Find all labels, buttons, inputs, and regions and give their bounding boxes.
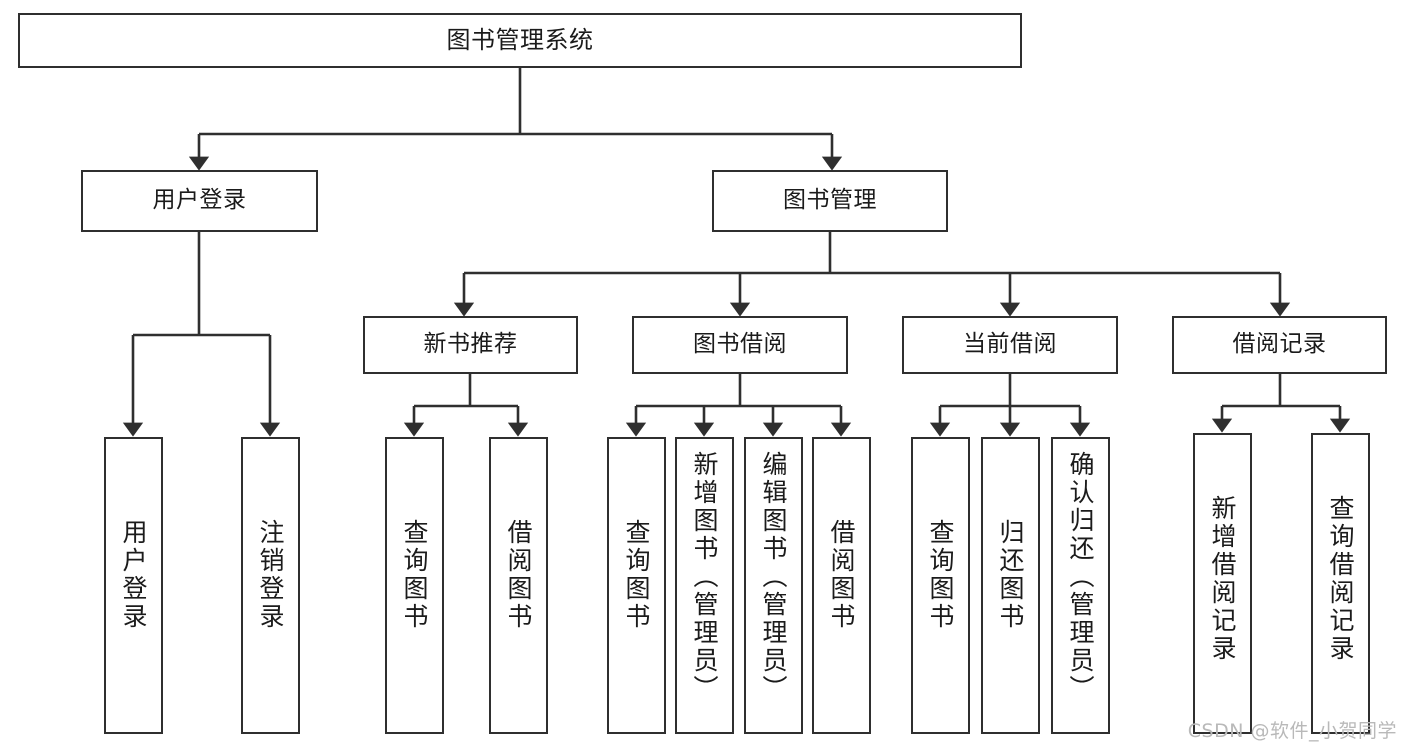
node-root[interactable]: 图书管理系统: [18, 13, 1022, 68]
node-leaf-query-book-2-label: 查询图书: [622, 519, 651, 631]
node-leaf-confirm-return[interactable]: 确认归还（管理员）: [1051, 437, 1110, 734]
node-current-borrow[interactable]: 当前借阅: [902, 316, 1118, 374]
node-leaf-add-record[interactable]: 新增借阅记录: [1193, 433, 1252, 734]
node-leaf-borrow-book-2-label: 借阅图书: [827, 519, 856, 631]
node-leaf-user-login[interactable]: 用户登录: [104, 437, 163, 734]
node-leaf-query-record[interactable]: 查询借阅记录: [1311, 433, 1370, 734]
node-new-book-rec[interactable]: 新书推荐: [363, 316, 578, 374]
node-leaf-edit-book-label: 编辑图书（管理员）: [759, 451, 788, 703]
node-book-borrow[interactable]: 图书借阅: [632, 316, 848, 374]
node-borrow-record[interactable]: 借阅记录: [1172, 316, 1387, 374]
node-leaf-query-book-1[interactable]: 查询图书: [385, 437, 444, 734]
node-leaf-query-book-3[interactable]: 查询图书: [911, 437, 970, 734]
node-current-borrow-label: 当前借阅: [963, 331, 1057, 358]
node-leaf-user-login-label: 用户登录: [119, 519, 148, 631]
node-leaf-add-record-label: 新增借阅记录: [1208, 495, 1237, 663]
node-root-label: 图书管理系统: [446, 26, 594, 55]
node-user-login-label: 用户登录: [152, 187, 247, 214]
node-leaf-add-book[interactable]: 新增图书（管理员）: [675, 437, 734, 734]
node-leaf-edit-book[interactable]: 编辑图书（管理员）: [744, 437, 803, 734]
node-leaf-query-book-1-label: 查询图书: [400, 519, 429, 631]
node-borrow-record-label: 借阅记录: [1232, 331, 1327, 358]
node-leaf-borrow-book-1[interactable]: 借阅图书: [489, 437, 548, 734]
node-leaf-return-book-label: 归还图书: [996, 519, 1025, 631]
node-leaf-query-book-3-label: 查询图书: [926, 519, 955, 631]
watermark-text: CSDN @软件_小贺同学: [1187, 720, 1397, 742]
node-leaf-query-record-label: 查询借阅记录: [1326, 495, 1355, 663]
node-leaf-borrow-book-2[interactable]: 借阅图书: [812, 437, 871, 734]
node-leaf-query-book-2[interactable]: 查询图书: [607, 437, 666, 734]
node-leaf-borrow-book-1-label: 借阅图书: [504, 519, 533, 631]
node-book-manage[interactable]: 图书管理: [712, 170, 948, 232]
node-new-book-rec-label: 新书推荐: [423, 331, 518, 358]
node-leaf-confirm-return-label: 确认归还（管理员）: [1066, 451, 1095, 703]
node-leaf-return-book[interactable]: 归还图书: [981, 437, 1040, 734]
node-leaf-add-book-label: 新增图书（管理员）: [690, 451, 719, 703]
node-book-manage-label: 图书管理: [783, 187, 877, 214]
node-leaf-logout-login-label: 注销登录: [256, 519, 285, 631]
node-book-borrow-label: 图书借阅: [693, 331, 787, 358]
node-leaf-logout-login[interactable]: 注销登录: [241, 437, 300, 734]
node-user-login[interactable]: 用户登录: [81, 170, 318, 232]
